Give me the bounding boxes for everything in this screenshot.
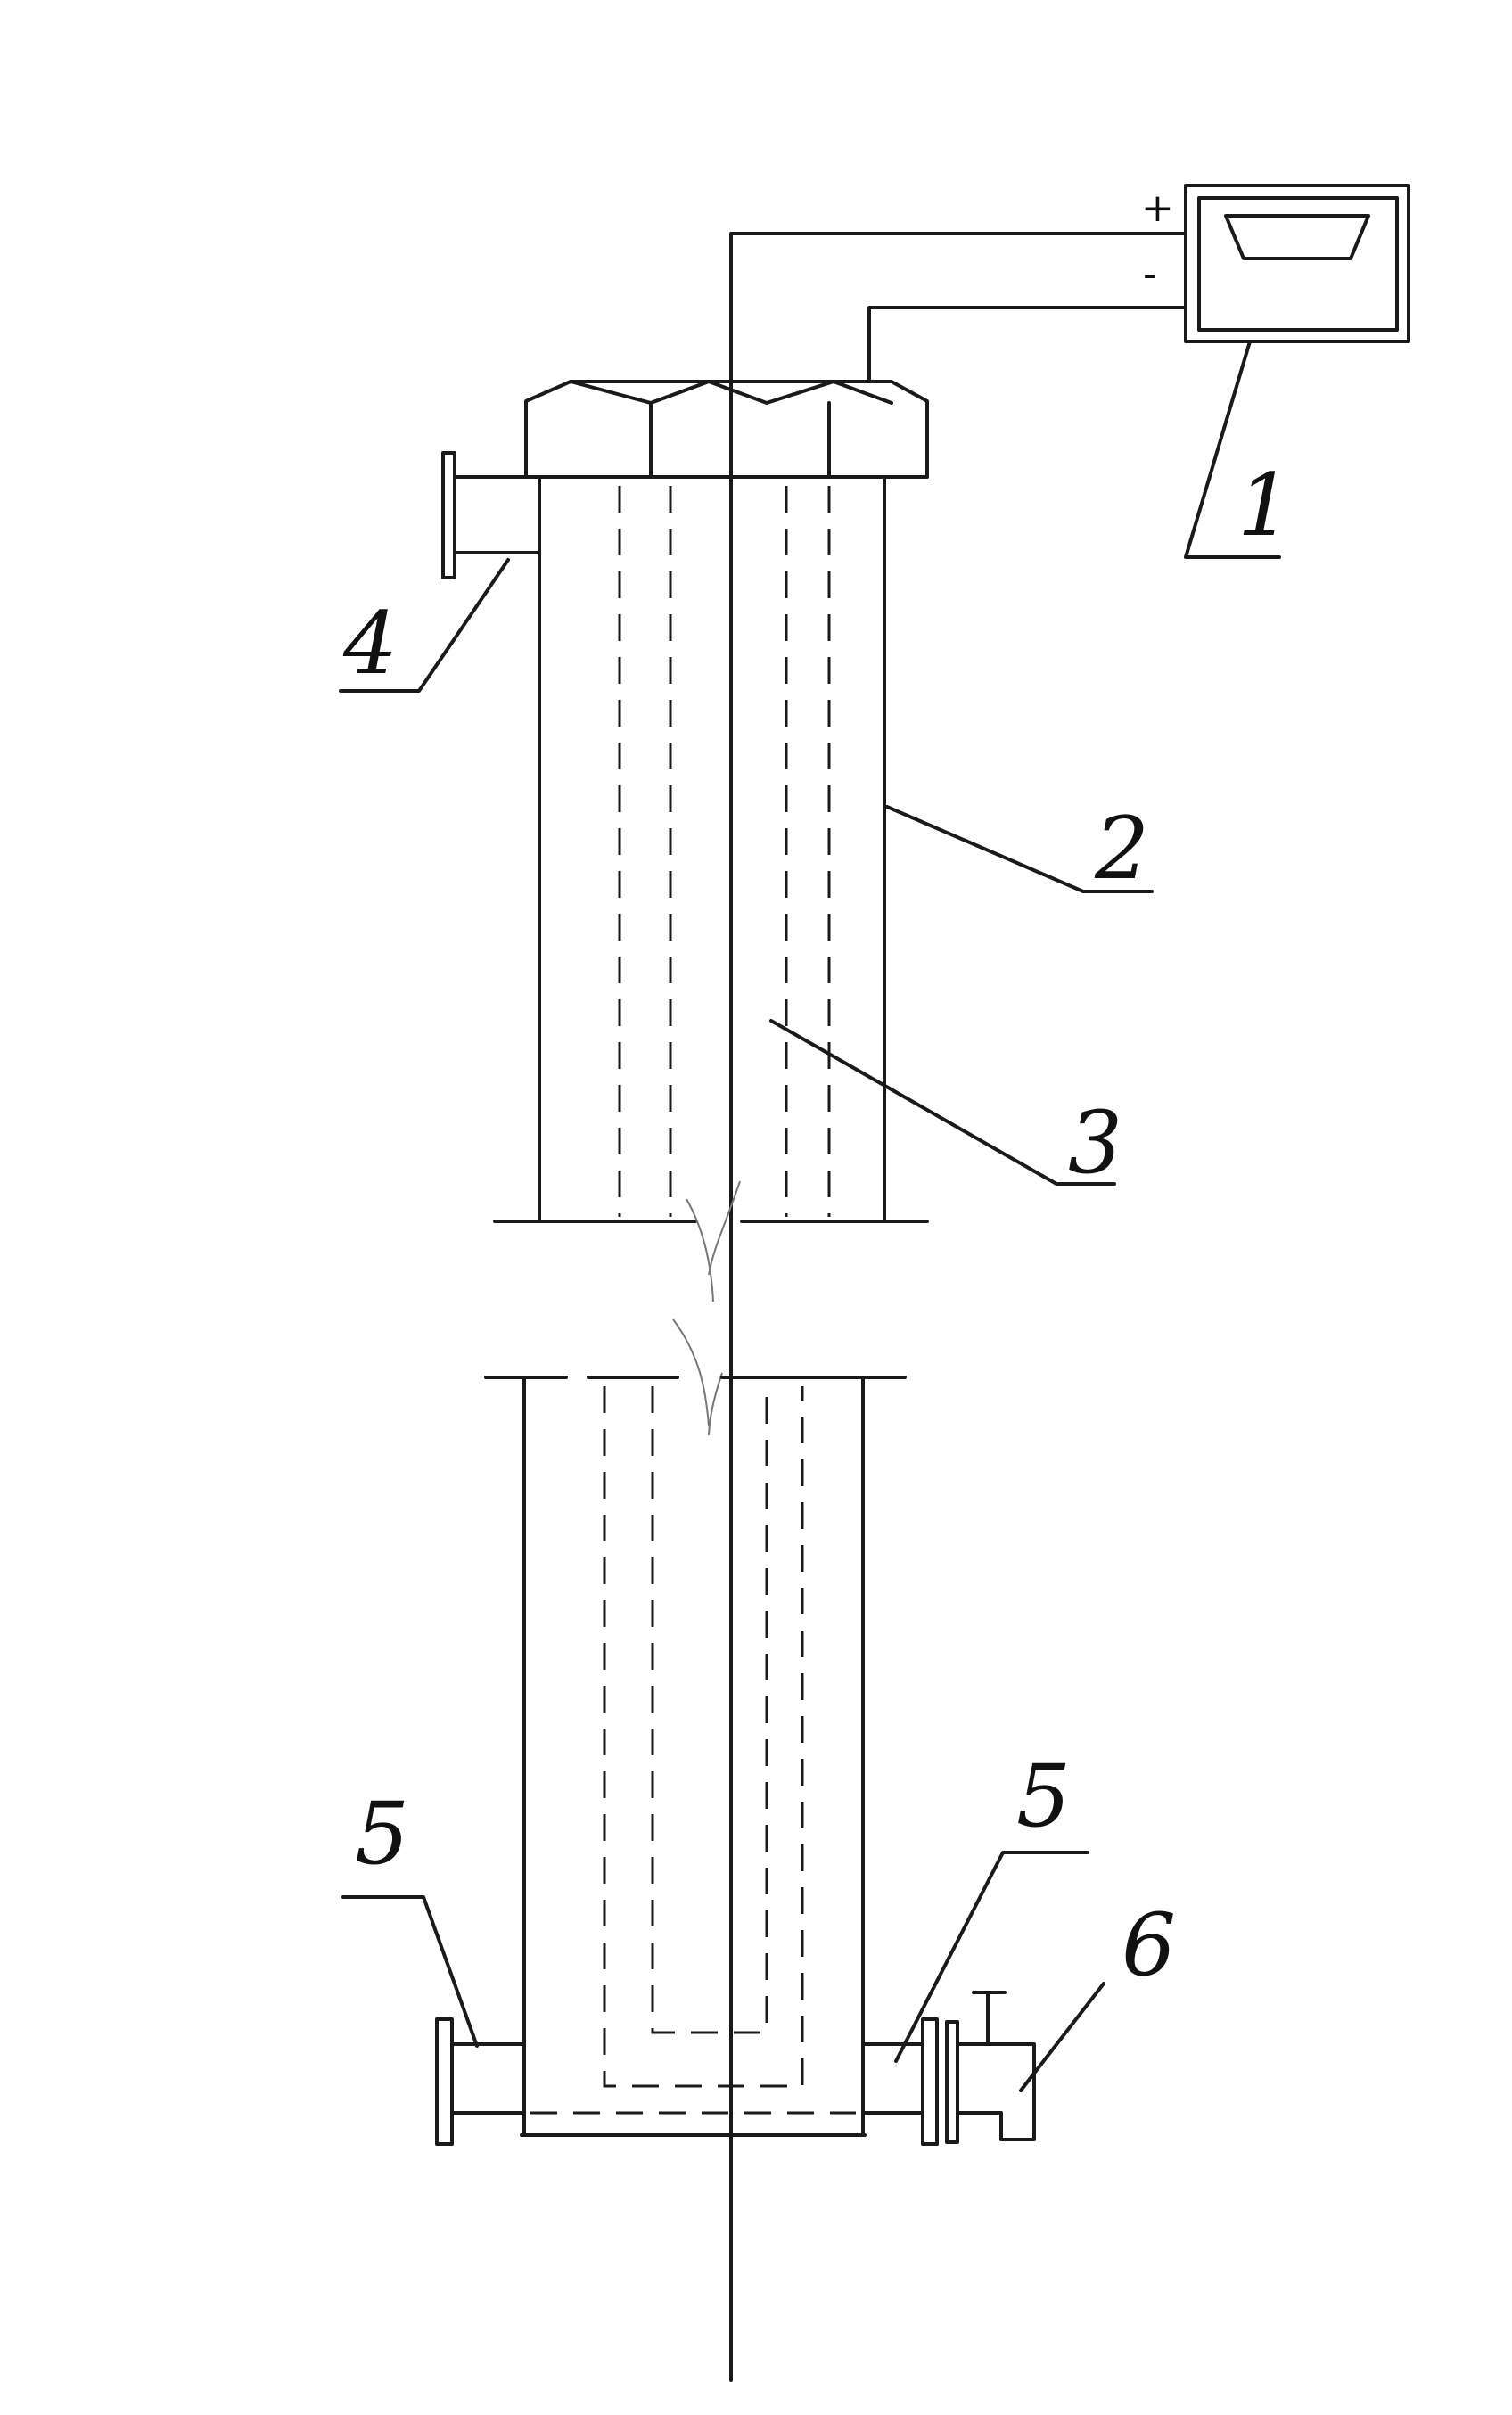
bottom-right-port: [861, 2017, 959, 2146]
label-top-port: 4: [342, 594, 398, 694]
top-cap: [524, 380, 929, 479]
leader-lines: [339, 340, 1281, 2092]
leader-1: [1184, 340, 1281, 559]
label-valve: 6: [1122, 1895, 1176, 1995]
power-supply: + -: [1141, 184, 1410, 343]
bottom-left-port: [435, 2017, 526, 2146]
leader-3: [769, 1019, 1116, 1186]
label-outer-shell: 2: [1094, 799, 1149, 899]
power-wires: [729, 232, 1187, 2382]
leader-5-right: [894, 1851, 1089, 2063]
outer-shell-lower: [484, 1376, 907, 2137]
leader-4: [339, 558, 510, 693]
negative-terminal-sign: -: [1143, 251, 1157, 297]
electrode-lower: [530, 1386, 856, 2115]
reference-numerals: 1 2 3 4 5 5 6: [342, 456, 1292, 1995]
valve: [956, 1991, 1036, 2141]
negative-wire: [867, 306, 1187, 381]
outer-shell-upper: [493, 475, 929, 1223]
label-bottom-port-left: 5: [355, 1784, 409, 1884]
label-bottom-port-right: 5: [1016, 1746, 1071, 1846]
display-screen: [1224, 214, 1370, 260]
electrode-upper: [618, 486, 831, 1217]
break-symbol: [672, 1180, 741, 1436]
leader-6: [1019, 1982, 1105, 2092]
leader-2: [885, 805, 1154, 893]
label-electrode: 3: [1068, 1093, 1122, 1193]
positive-terminal-sign: +: [1141, 185, 1174, 231]
leader-5-left: [341, 1895, 479, 2048]
label-power-supply: 1: [1237, 456, 1292, 555]
positive-wire: [729, 232, 1187, 2382]
top-side-port: [441, 451, 541, 579]
